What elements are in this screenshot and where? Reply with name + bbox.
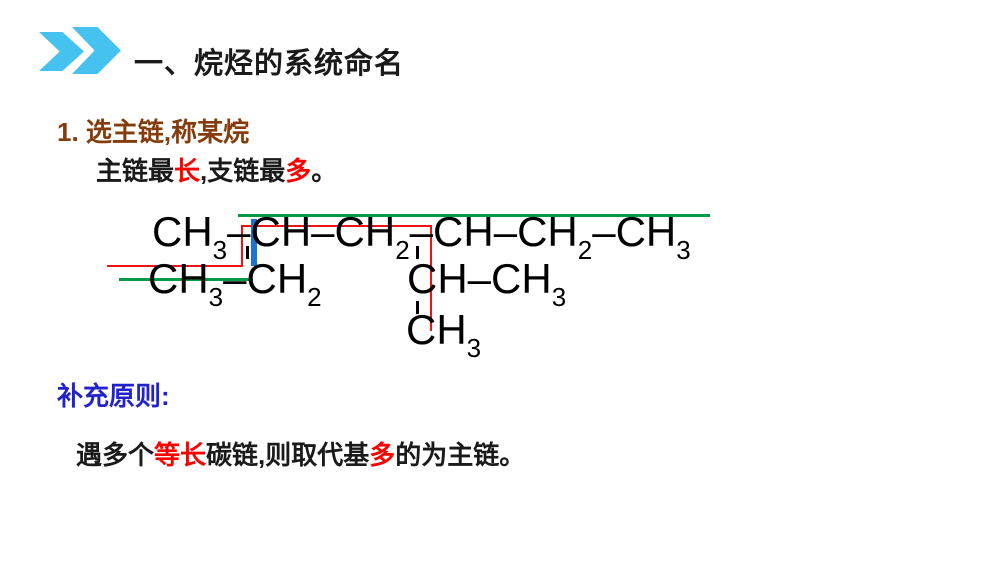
rule-equal-length-chains: 遇多个等长碳链,则取代基多的为主链。 xyxy=(76,435,525,472)
formula-text: – xyxy=(467,255,492,302)
rule-longest-chain: 主链最长,支链最多。 xyxy=(96,151,337,188)
alt-chain-highlight-red-vertical2 xyxy=(430,225,432,331)
formula-ethyl-group: CH3–CH2 xyxy=(148,255,322,311)
rule-text-emphasis: 等长 xyxy=(154,440,207,470)
formula-subscript: 3 xyxy=(212,235,228,265)
formula-subscript: 2 xyxy=(395,235,410,265)
formula-text: CH xyxy=(334,208,396,255)
formula-text: CH xyxy=(246,255,308,302)
formula-text: – xyxy=(311,208,335,255)
bond-highlight-blue xyxy=(251,219,257,266)
formula-main-chain: CH3–CH–CH2–CH–CH2–CH3 xyxy=(152,208,691,264)
formula-text: CH xyxy=(433,208,494,255)
rule-text-emphasis: 多 xyxy=(285,156,312,186)
rule-text: 的为主链。 xyxy=(395,440,526,470)
rule-text-emphasis: 多 xyxy=(369,440,396,470)
main-chain-highlight-green-top xyxy=(238,214,710,217)
formula-text: CH xyxy=(148,255,209,302)
formula-text: – xyxy=(227,208,251,255)
formula-text: CH xyxy=(406,306,467,353)
section-heading-select-main-chain: 1. 选主链,称某烷 xyxy=(57,117,250,147)
formula-text: – xyxy=(223,255,247,302)
bond-line xyxy=(246,246,249,259)
formula-text: CH xyxy=(152,208,213,255)
rule-text: ,支链最 xyxy=(200,156,286,186)
main-chain-highlight-green-bottom xyxy=(119,278,253,281)
formula-subscript: 3 xyxy=(551,282,567,312)
formula-subscript: 3 xyxy=(208,282,224,312)
formula-subscript: 2 xyxy=(307,282,322,312)
alt-chain-highlight-red-vertical1 xyxy=(241,225,243,267)
rule-text: 碳链,则取代基 xyxy=(206,440,370,470)
bond-line xyxy=(416,246,419,259)
alt-chain-highlight-red-left xyxy=(107,265,243,267)
formula-text: – xyxy=(592,208,616,255)
formula-isopropyl-group: CH–CH3 xyxy=(407,255,566,311)
page-title: 一、烷烃的系统命名 xyxy=(134,48,405,80)
formula-subscript: 3 xyxy=(676,235,691,265)
supplement-heading: 补充原则: xyxy=(57,381,170,411)
formula-text: CH xyxy=(517,208,578,255)
formula-methyl-group: CH3 xyxy=(406,306,481,362)
rule-text-emphasis: 长 xyxy=(174,156,201,186)
formula-text: – xyxy=(409,208,434,255)
formula-subscript: 2 xyxy=(577,235,593,265)
rule-text: 。 xyxy=(311,156,338,186)
alt-chain-highlight-red-top xyxy=(241,225,432,227)
formula-text: – xyxy=(493,208,518,255)
formula-text: CH xyxy=(615,208,677,255)
formula-subscript: 3 xyxy=(466,333,482,363)
formula-text: CH xyxy=(250,208,312,255)
formula-text: CH xyxy=(491,255,552,302)
formula-text: CH xyxy=(407,255,468,302)
bond-line xyxy=(416,301,419,314)
rule-text: 主链最 xyxy=(96,156,175,186)
rule-text: 遇多个 xyxy=(76,440,155,470)
